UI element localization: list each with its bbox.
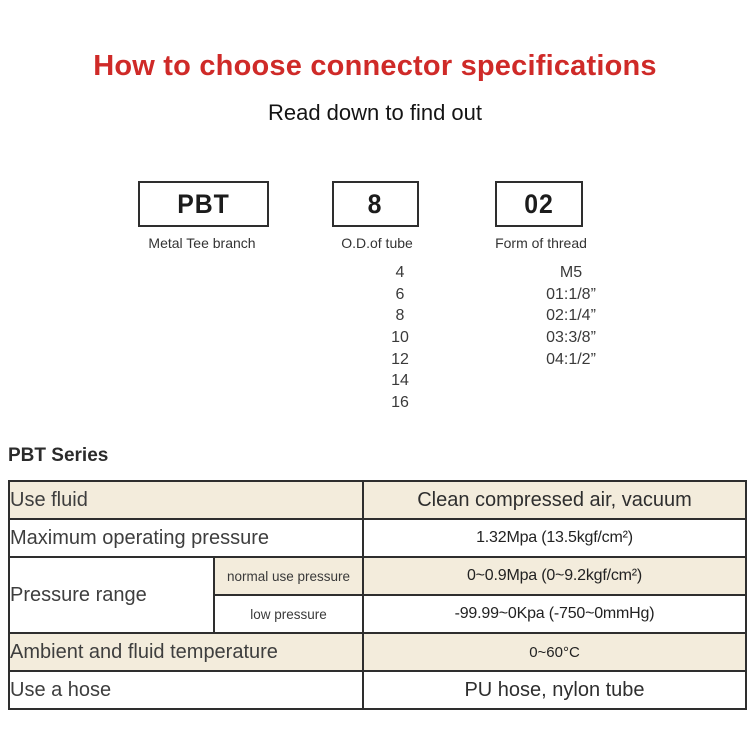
series-heading: PBT Series bbox=[8, 445, 109, 466]
spec-value-normal-use-pressure: 0~0.9Mpa (0~9.2kgf/cm²) bbox=[362, 556, 747, 596]
page-title: How to choose connector specifications bbox=[93, 50, 657, 82]
tube-od-option: 12 bbox=[391, 350, 409, 368]
tube-od-option: 10 bbox=[391, 329, 409, 347]
spec-value-use-fluid: Clean compressed air, vacuum bbox=[362, 480, 747, 520]
code-box-thread: 02 bbox=[495, 181, 583, 227]
tube-od-option: 4 bbox=[395, 264, 405, 281]
thread-option: 02:1/4” bbox=[546, 307, 596, 325]
thread-option: 03:3/8” bbox=[546, 329, 596, 347]
spec-label-temperature: Ambient and fluid temperature bbox=[8, 632, 364, 672]
series-box-label: Metal Tee branch bbox=[148, 235, 256, 251]
tube-od-option: 14 bbox=[391, 372, 409, 390]
spec-table: Use fluid Clean compressed air, vacuum M… bbox=[8, 480, 747, 710]
thread-option: 04:1/2” bbox=[546, 350, 596, 368]
spec-row-max-pressure: Maximum operating pressure 1.32Mpa (13.5… bbox=[8, 518, 747, 558]
spec-value-temperature: 0~60°C bbox=[362, 632, 747, 672]
sub-label-low-pressure: low pressure bbox=[213, 594, 364, 634]
series-code: PBT bbox=[177, 188, 230, 219]
tube-od-option-list: 4 6 8 10 12 14 16 bbox=[360, 262, 440, 414]
tube-od-option: 6 bbox=[395, 285, 405, 303]
thread-code: 02 bbox=[524, 188, 554, 219]
spec-label-max-pressure: Maximum operating pressure bbox=[8, 518, 364, 558]
spec-value-max-pressure: 1.32Mpa (13.5kgf/cm²) bbox=[362, 518, 747, 558]
code-box-tube-od: 8 bbox=[332, 181, 419, 227]
spec-row-use-fluid: Use fluid Clean compressed air, vacuum bbox=[8, 480, 747, 520]
spec-value-low-pressure: -99.99~0Kpa (-750~0mmHg) bbox=[362, 594, 747, 634]
spec-row-normal-pressure: Pressure range normal use pressure 0~0.9… bbox=[8, 556, 747, 634]
spec-label-pressure-range: Pressure range bbox=[8, 556, 215, 634]
spec-row-temperature: Ambient and fluid temperature 0~60°C bbox=[8, 632, 747, 672]
code-box-series: PBT bbox=[138, 181, 269, 227]
spec-row-low-pressure: low pressure -99.99~0Kpa (-750~0mmHg) bbox=[9, 594, 747, 634]
spec-label-hose: Use a hose bbox=[8, 670, 364, 710]
tube-od-box-label: O.D.of tube bbox=[341, 235, 413, 251]
tube-od-code: 8 bbox=[368, 188, 383, 219]
thread-option: M5 bbox=[559, 264, 583, 281]
tube-od-option: 8 bbox=[395, 307, 405, 325]
sub-label-normal-use-pressure: normal use pressure bbox=[213, 556, 364, 596]
thread-option: 01:1/8” bbox=[546, 285, 596, 303]
spec-label-use-fluid: Use fluid bbox=[8, 480, 364, 520]
page-subtitle: Read down to find out bbox=[267, 100, 483, 125]
thread-box-label: Form of thread bbox=[495, 235, 587, 251]
tube-od-option: 16 bbox=[391, 394, 409, 412]
spec-value-hose: PU hose, nylon tube bbox=[362, 670, 747, 710]
thread-option-list: M5 01:1/8” 02:1/4” 03:3/8” 04:1/2” bbox=[511, 262, 631, 370]
spec-row-hose: Use a hose PU hose, nylon tube bbox=[8, 670, 747, 710]
